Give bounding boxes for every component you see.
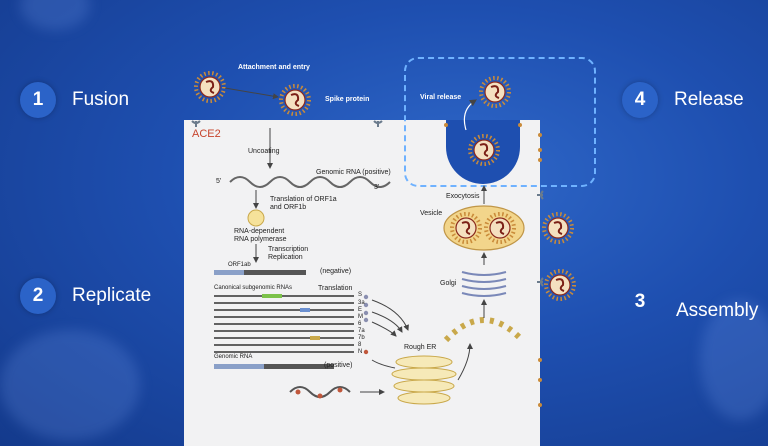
virus-particle: [468, 134, 500, 166]
assembly-arc: [443, 317, 525, 343]
gene-label: 8: [358, 342, 362, 348]
gene-label: M: [358, 314, 363, 320]
step-number: 1: [20, 82, 56, 118]
genomic-rna-strand: [229, 176, 391, 188]
golgi-shape: [461, 271, 507, 297]
step-label: Release: [674, 89, 744, 110]
step-replicate: 2 Replicate: [20, 278, 151, 314]
negative-strand: [214, 270, 306, 275]
release-highlight-box: [404, 57, 596, 187]
label-spike-protein: Spike protein: [325, 96, 370, 103]
label-exocytosis: Exocytosis: [446, 193, 480, 200]
label-orf1ab: ORF1ab: [228, 262, 251, 268]
label-rough-er: Rough ER: [404, 344, 437, 351]
label-genomic-rna-positive: Genomic RNA (positive): [316, 169, 391, 176]
step-number: 4: [622, 82, 658, 118]
label-ace2: ACE2: [192, 128, 221, 140]
virus-particle: [542, 212, 574, 244]
step-assembly: 3 Assembly: [622, 282, 759, 322]
genomic-rna-bar: [214, 364, 334, 369]
virus-particle: [479, 76, 511, 108]
label-replication: Replication: [268, 254, 303, 261]
gene-label: 3a: [358, 300, 365, 306]
label-five-prime: 5': [216, 178, 222, 185]
label-genomic-rna: Genomic RNA: [214, 354, 253, 360]
vesicle-shape: [443, 205, 525, 251]
step-label: Replicate: [72, 285, 152, 306]
label-rdrp-1: RNA-dependent: [234, 228, 285, 235]
gene-label: S: [358, 292, 363, 298]
gene-label: E: [358, 307, 363, 313]
background-virus-blur: [700, 300, 768, 420]
label-rdrp-2: RNA polymerase: [234, 236, 287, 243]
virus-particle: [544, 269, 576, 301]
virus-particle: [279, 84, 311, 116]
step-number: 3: [634, 291, 646, 312]
label-canonical-subgenomic: Canonical subgenomic RNAs: [214, 285, 293, 291]
label-uncoating: Uncoating: [248, 148, 280, 155]
label-viral-release: Viral release: [420, 94, 462, 101]
background-virus-blur: [0, 330, 140, 440]
label-negative: (negative): [320, 268, 352, 275]
label-translation: Translation: [318, 285, 353, 292]
subgenomic-rna-lines: [214, 295, 354, 353]
rough-er-shape: [391, 355, 457, 405]
step-number: 2: [20, 278, 56, 314]
label-positive: (positive): [324, 362, 353, 369]
step-label: Fusion: [72, 89, 130, 110]
step-fusion: 1 Fusion: [20, 82, 129, 118]
gene-label: 7a: [358, 328, 365, 334]
step-label: Assembly: [676, 300, 759, 321]
membrane-spikes: [444, 123, 542, 407]
gene-label: 6: [358, 321, 362, 327]
label-golgi: Golgi: [440, 280, 457, 287]
ace2-receptors: [191, 120, 544, 287]
label-translation-orf1a: Translation of ORF1a: [270, 196, 337, 203]
label-attachment: Attachment and entry: [238, 64, 310, 71]
step-release: 4 Release: [622, 82, 744, 118]
gene-label: 7b: [358, 335, 365, 341]
label-transcription: Transcription: [268, 246, 309, 253]
label-three-prime: 3': [374, 184, 380, 191]
virus-particle: [194, 71, 226, 103]
label-vesicle: Vesicle: [420, 210, 443, 217]
rdrp-circle: [247, 209, 265, 227]
label-and-orf1b: and ORF1b: [270, 204, 307, 211]
gene-label: N: [358, 349, 363, 355]
